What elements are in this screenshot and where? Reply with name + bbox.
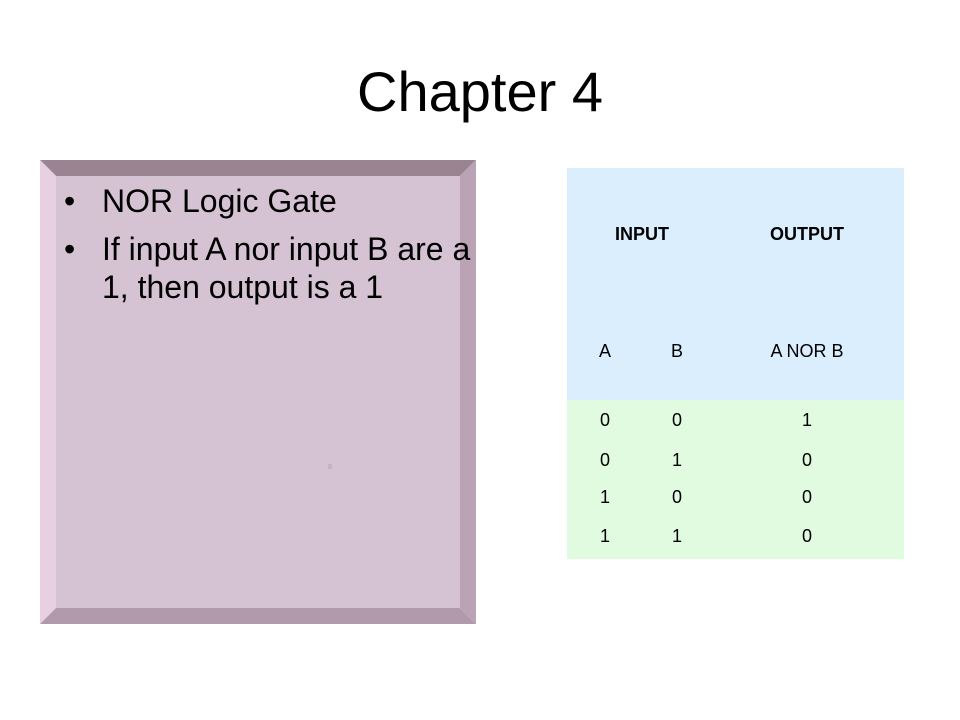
bullet-item: • NOR Logic Gate (62, 182, 472, 220)
bullet-dot-icon: • (64, 183, 76, 219)
panel-left-bevel (40, 160, 56, 624)
panel-bevel-graphic (40, 160, 476, 624)
table-cell: 0 (801, 487, 812, 507)
table-cell: 1 (671, 526, 682, 546)
slide-title: Chapter 4 (357, 60, 603, 123)
table-cell: 0 (599, 450, 610, 470)
table-cell: 1 (801, 410, 812, 430)
column-header-b: B (670, 341, 683, 361)
panel-right-bevel (460, 160, 476, 624)
column-header-a-nor-b: A NOR B (770, 341, 844, 361)
bullet-text: If input A nor input B are a 1, then out… (102, 231, 471, 305)
truth-table-body: 0 0 1 0 1 0 1 0 0 1 1 0 (567, 400, 904, 559)
bullet-list: • NOR Logic Gate • If input A nor input … (62, 182, 472, 316)
table-cell: 0 (801, 450, 812, 470)
panel-face (56, 176, 460, 608)
panel-top-bevel (40, 160, 476, 176)
beveled-text-panel (40, 160, 476, 624)
table-cell: 0 (599, 410, 610, 430)
output-group-header: OUTPUT (770, 224, 844, 244)
table-cell: 0 (671, 487, 682, 507)
table-cell: 1 (599, 526, 610, 546)
bullet-dot-icon: • (64, 231, 76, 267)
truth-table-header: INPUT OUTPUT A B A NOR B (567, 168, 904, 400)
table-cell: 1 (599, 487, 610, 507)
bullet-item: • If input A nor input B are a 1, then o… (62, 230, 472, 306)
bullet-text: NOR Logic Gate (102, 183, 337, 219)
decorative-mark (328, 464, 332, 469)
truth-table: INPUT OUTPUT A B A NOR B 0 0 1 0 1 0 1 0… (567, 168, 904, 559)
panel-bottom-bevel (40, 608, 476, 624)
table-cell: 0 (671, 410, 682, 430)
input-group-header: INPUT (615, 224, 669, 244)
column-header-a: A (598, 341, 611, 361)
table-cell: 1 (671, 450, 682, 470)
table-cell: 0 (801, 526, 812, 546)
